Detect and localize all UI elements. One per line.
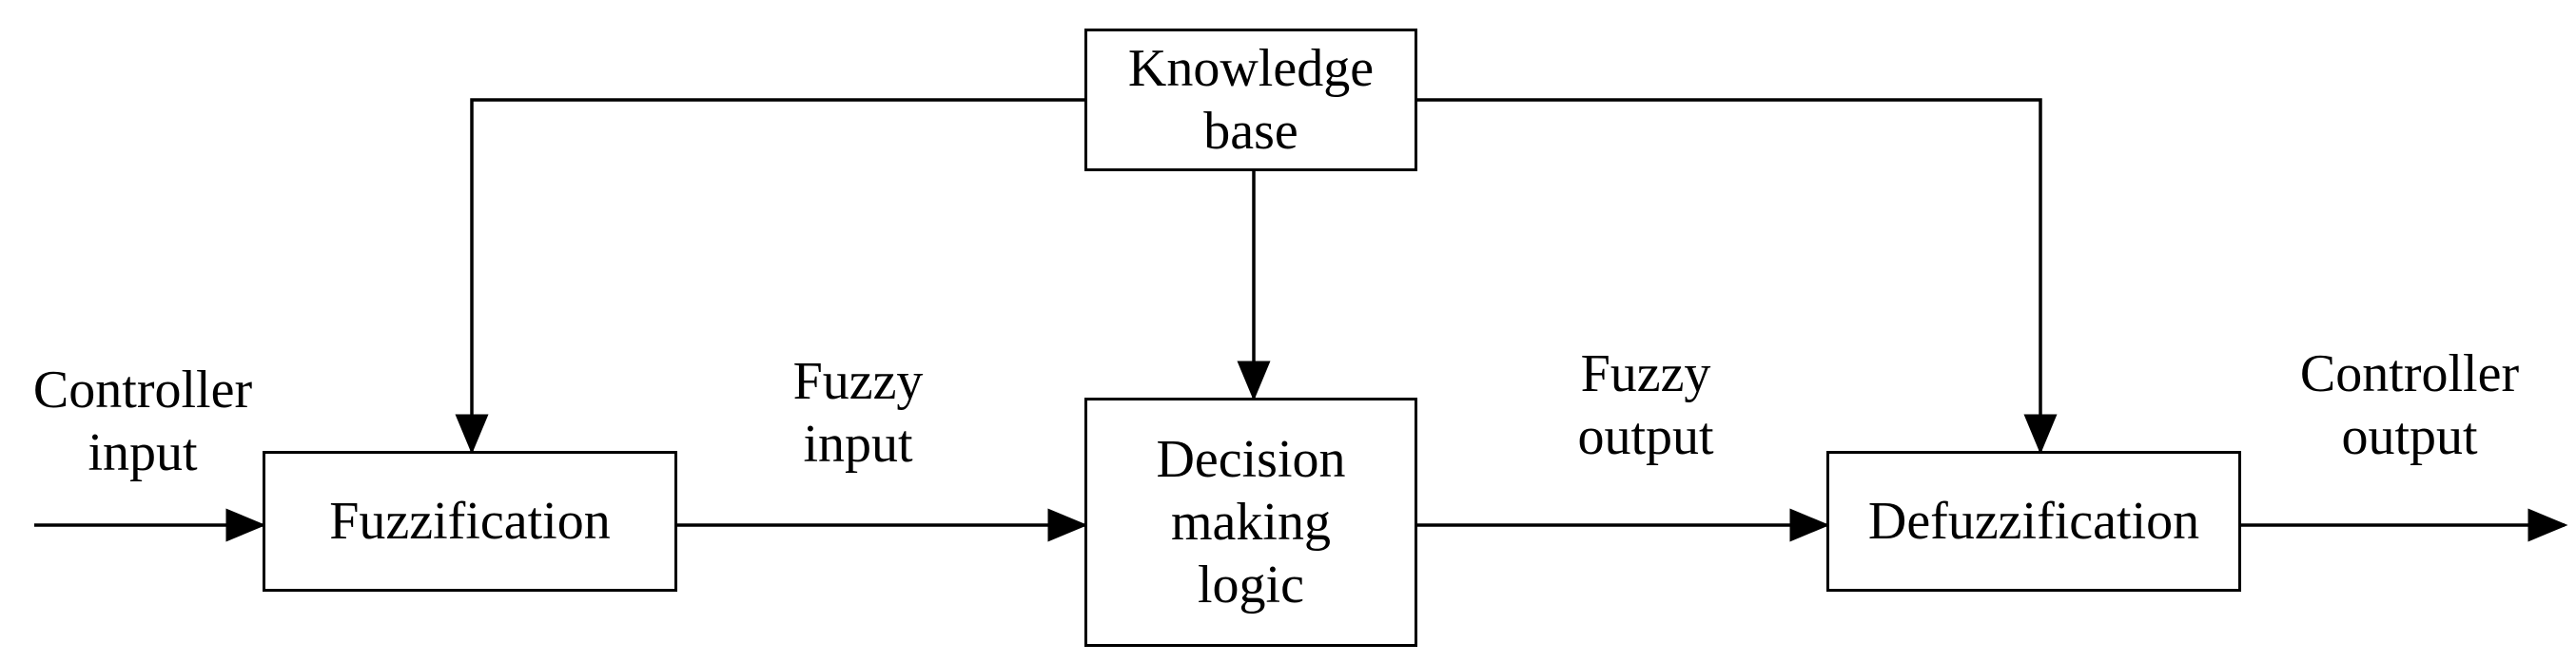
fuzzy-input-label-line-1: Fuzzy: [792, 352, 924, 411]
kb-to-defuzzification-arrow: [1417, 98, 2058, 455]
fuzzy-input-label-line-2: input: [803, 415, 913, 474]
controller-output-label: Controller output: [2257, 342, 2562, 468]
kb-to-fuzzification-arrow: [455, 98, 1084, 455]
knowledge-base-label-line-2: base: [1203, 102, 1298, 161]
decision-logic-label-line-2: making: [1171, 493, 1331, 552]
defuzzification-block: Defuzzification: [1826, 451, 2241, 592]
fuzzy-output-label: Fuzzy output: [1503, 342, 1788, 468]
fuzzification-block: Fuzzification: [263, 451, 677, 592]
defuzzification-label: Defuzzification: [1867, 492, 2200, 551]
controller-output-label-line-1: Controller: [2299, 344, 2520, 403]
fuzzification-label: Fuzzification: [329, 492, 611, 551]
controller-input-label-line-1: Controller: [32, 361, 253, 420]
fuzzy-output-label-line-1: Fuzzy: [1580, 344, 1711, 403]
controller-input-label: Controller input: [0, 359, 285, 484]
controller-input-label-line-2: input: [88, 423, 198, 482]
decision-making-logic-block: Decision making logic: [1084, 398, 1417, 647]
knowledge-base-block: Knowledge base: [1084, 29, 1417, 171]
fuzzy-output-label-line-2: output: [1577, 407, 1714, 466]
knowledge-base-label-line-1: Knowledge: [1127, 39, 1375, 98]
fuzzy-input-label: Fuzzy input: [715, 350, 1001, 476]
controller-output-label-line-2: output: [2341, 407, 2478, 466]
decision-logic-label-line-3: logic: [1198, 556, 1304, 615]
decision-logic-label-line-1: Decision: [1156, 430, 1346, 489]
